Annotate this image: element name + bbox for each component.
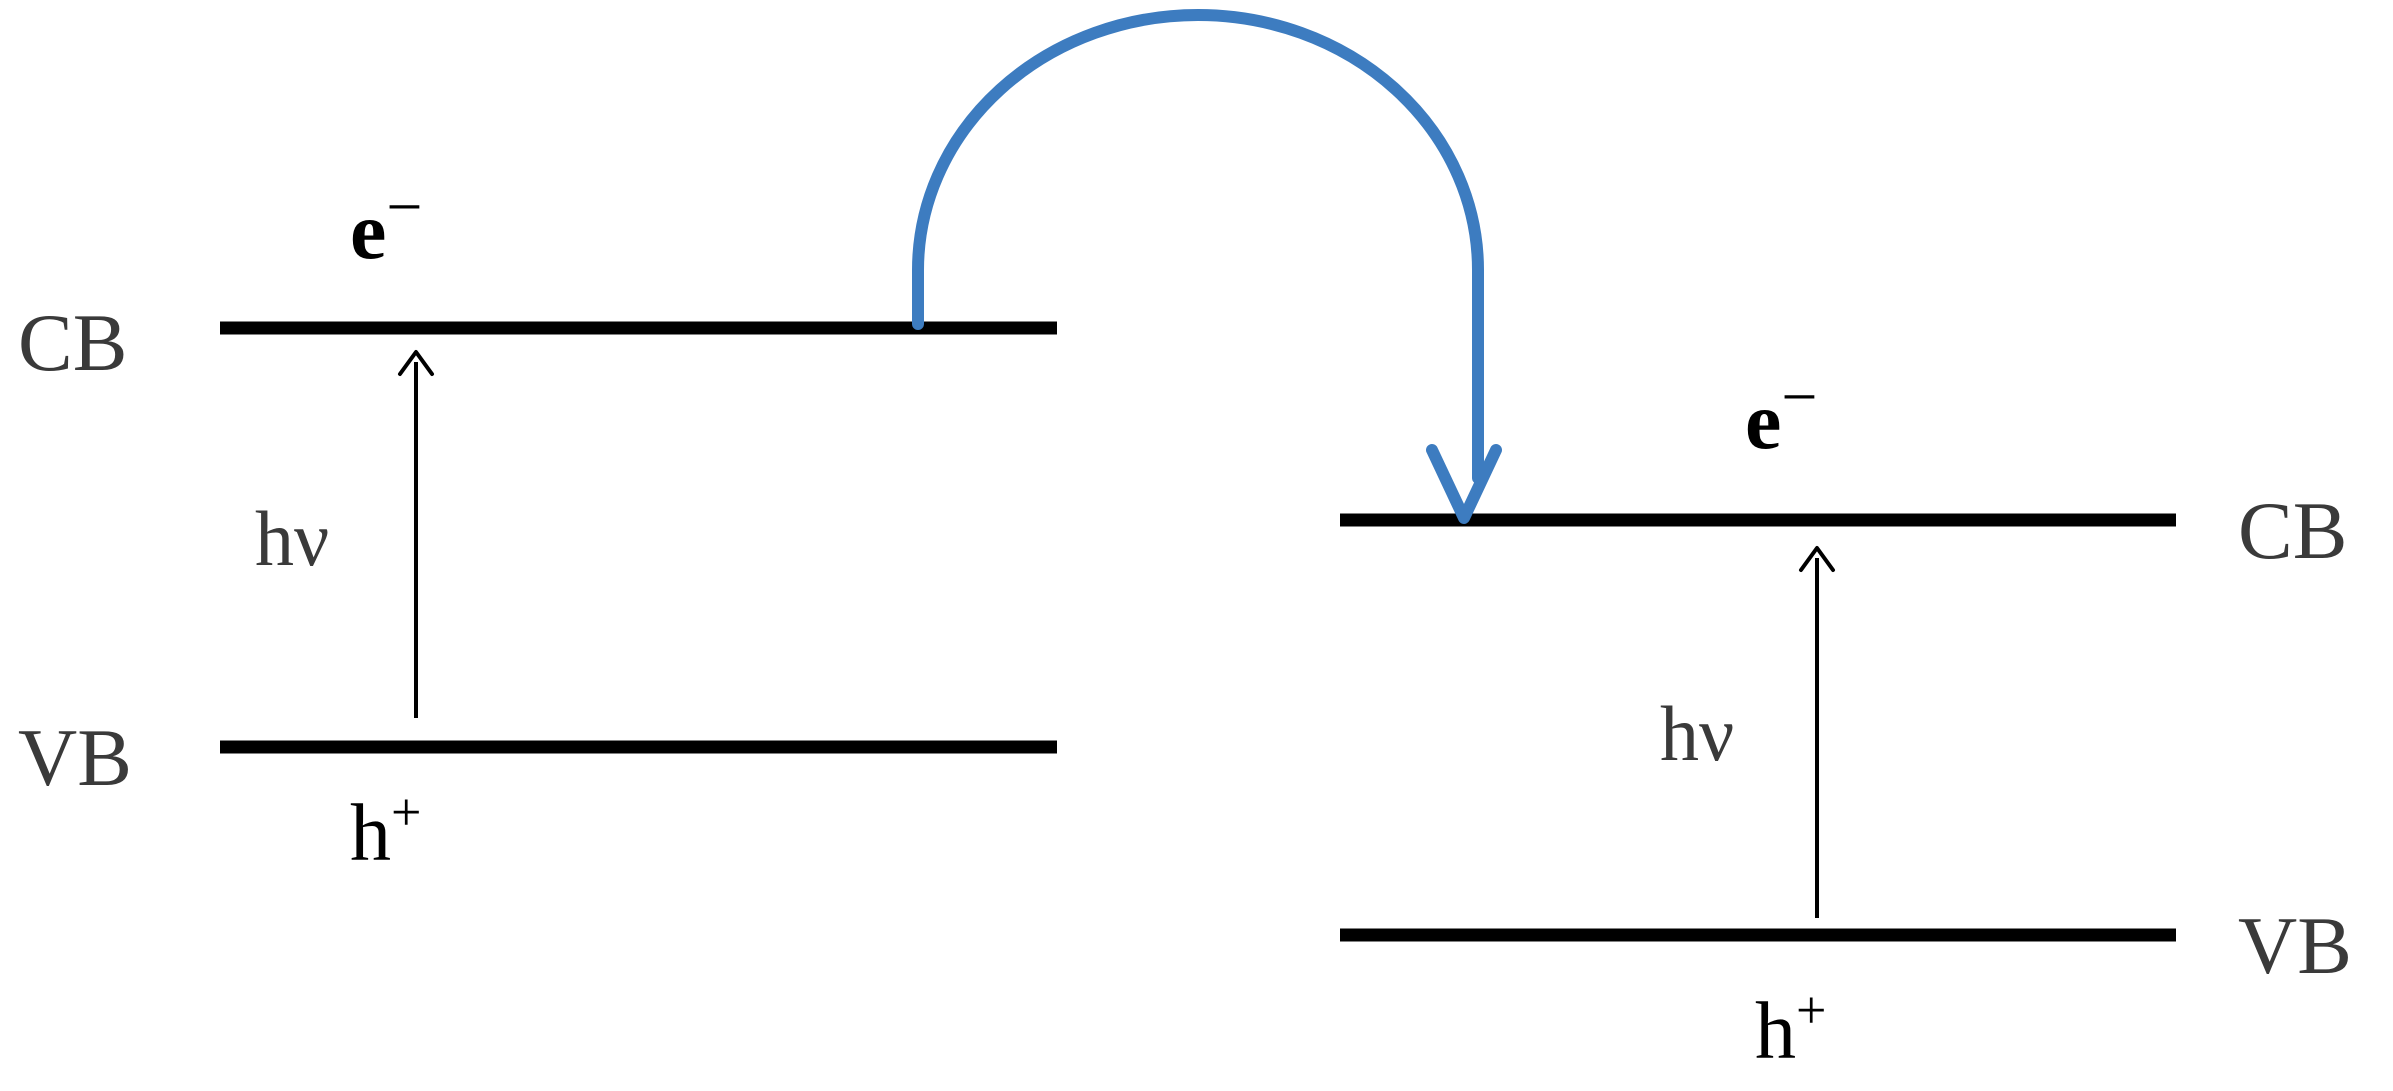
right-semiconductor: CB VB e− h+ hν: [1340, 361, 2352, 1076]
right-electron-label: e−: [1745, 361, 1818, 466]
left-photon-label: hν: [255, 495, 329, 582]
right-vb-label: VB: [2238, 900, 2352, 991]
right-cb-label: CB: [2238, 485, 2347, 576]
left-excitation-arrow: [398, 350, 434, 718]
right-excitation-arrow: [1799, 546, 1835, 918]
right-photon-label: hν: [1660, 690, 1734, 777]
left-semiconductor: CB VB e− h+ hν: [18, 171, 1057, 878]
left-cb-label: CB: [18, 297, 127, 388]
left-vb-label: VB: [18, 712, 132, 803]
left-hole-label: h+: [350, 782, 421, 878]
left-electron-label: e−: [350, 171, 423, 276]
electron-transfer-arrow: [912, 9, 1502, 524]
right-hole-label: h+: [1755, 980, 1826, 1076]
